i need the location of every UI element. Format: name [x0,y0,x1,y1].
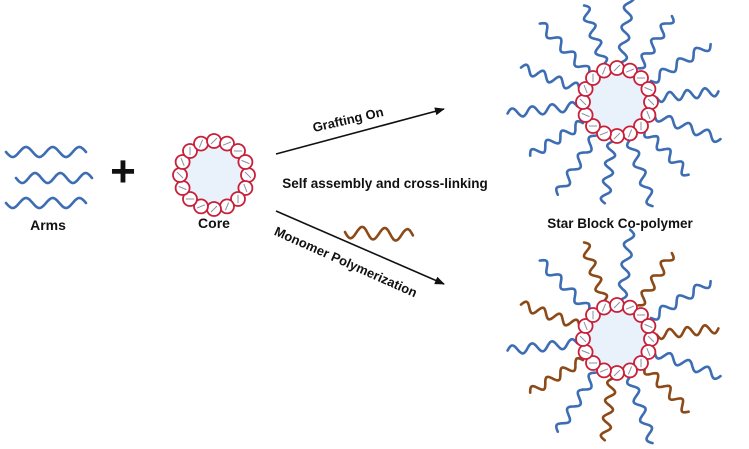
bottom-star-core-crosslink [599,368,609,373]
core-core-crosslink [224,202,230,211]
bottom-star-core-crosslink [644,323,653,329]
bottom-star-arm-blue [617,228,636,301]
bottom-star-arm-brown [582,241,609,303]
core-ring [172,133,256,217]
monomer-wave [343,225,415,242]
top-star-arm-blue [599,140,617,205]
top-star-core-crosslink [579,98,587,106]
arm-chain [14,171,94,185]
grafting-on-arrow [275,107,445,155]
self-assembly-label: Self assembly and cross-linking [282,176,488,191]
bottom-star-arm-brown [528,356,585,394]
bottom-star-arm-blue [649,279,712,321]
core-core-crosslink [210,205,218,213]
top-star-arm-blue [582,4,609,66]
bottom-star-core-crosslink [579,335,587,343]
bottom-star-arm-brown [643,366,690,414]
top-star-core-crosslink [625,68,635,73]
bottom-star-arm-blue [625,375,654,445]
bottom-star-core-crosslink [627,366,633,375]
arm-chain [4,145,88,159]
top-star-arm-blue [528,119,585,157]
bottom-star-core-crosslink [647,335,655,343]
top-star-core-crosslink [601,66,607,75]
top-star-arm-blue [554,134,597,196]
core-core-crosslink [241,159,250,165]
bottom-star-arm-blue [506,337,579,355]
core-core-crosslink [198,139,204,148]
monomer-polymerization-arrow [275,210,445,285]
core-core-crosslink [196,204,206,209]
bottom-star-arm-blue [554,371,597,433]
core-core-fill [180,141,248,209]
bottom-star-arm-brown [519,300,581,327]
bottom-star-arm-brown [655,323,720,341]
star-polymer-top [506,0,722,208]
top-star-core-crosslink [583,84,588,94]
top-star-arm-blue [538,21,591,75]
star-block-copolymer-bottom [506,228,722,445]
arms-group [4,145,94,210]
bottom-star-core-crosslink [625,305,635,310]
top-star-arm-blue [617,0,635,64]
monomer-chain [343,225,415,242]
top-star-arm-blue [506,100,579,118]
arm-chain [4,196,88,210]
core-core-crosslink [244,171,252,179]
bottom-star-arm-brown [599,377,617,442]
bottom-star-arm-blue [538,258,591,312]
bottom-star-arm-brown [637,251,675,307]
top-star-core-fill [583,68,651,136]
bottom-star-core-crosslink [583,321,588,331]
top-star-arm-blue [637,14,675,70]
top-star-arm-blue [649,42,712,84]
top-star-core-crosslink [644,86,653,92]
top-star-core-crosslink [613,132,621,140]
top-star-core-crosslink [613,64,621,72]
plus-sign: + [110,147,136,196]
top-star-core-crosslink [646,110,651,120]
top-star-core-crosslink [647,98,655,106]
top-star-core-crosslink [599,131,609,136]
core-core-crosslink [210,137,218,145]
grafting-on-label: Grafting On [311,104,385,135]
bottom-star-arm-blue [653,351,722,381]
core-core-crosslink [180,157,185,167]
bottom-star-core-fill [583,305,651,373]
top-star-arm-blue [625,138,654,208]
bottom-star-core-crosslink [646,347,651,357]
top-star-core-crosslink [627,129,633,138]
top-star-core-crosslink [581,112,590,118]
arms-label: Arms [30,217,66,233]
top-star-arm-blue [653,114,722,144]
core-core-crosslink [222,141,232,146]
core-core-crosslink [176,171,184,179]
bottom-star-core-crosslink [613,369,621,377]
bottom-star-core-crosslink [601,303,607,312]
core-core-crosslink [178,185,187,191]
core-label: Core [198,215,230,231]
top-star-arm-blue [643,129,690,177]
top-star-arm-blue [519,63,581,90]
core-core-crosslink [243,183,248,193]
bottom-star-core-crosslink [613,301,621,309]
top-star-arm-blue [655,86,720,104]
star-block-label: Star Block Co-polymer [547,216,693,231]
bottom-star-core-crosslink [581,349,590,355]
